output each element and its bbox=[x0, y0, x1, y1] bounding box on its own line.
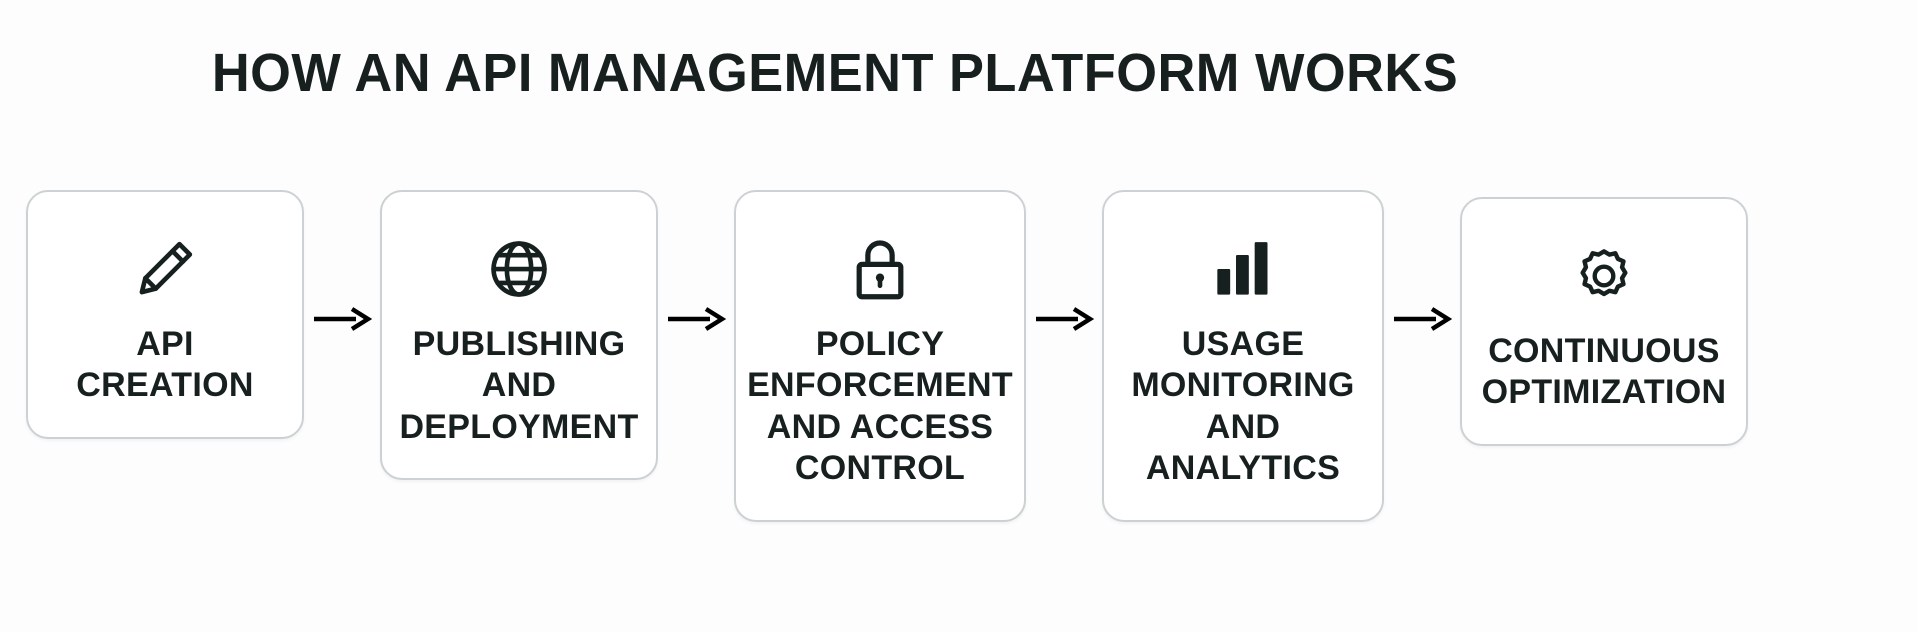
process-flow: API CREATION PUBLISHING AND DEPLOYMENT bbox=[0, 190, 1918, 522]
gear-icon bbox=[1569, 233, 1639, 319]
flow-step-label: POLICY ENFORCEMENT AND ACCESS CONTROL bbox=[747, 325, 1013, 488]
connector-arrow-2 bbox=[658, 190, 734, 332]
flow-step-api-creation[interactable]: API CREATION bbox=[26, 190, 304, 439]
flow-step-usage-monitoring-and-analytics[interactable]: USAGE MONITORING AND ANALYTICS bbox=[1102, 190, 1384, 522]
pencil-icon bbox=[128, 226, 202, 312]
connector-arrow-3 bbox=[1026, 190, 1102, 332]
flow-step-label: API CREATION bbox=[76, 325, 254, 405]
lock-icon bbox=[845, 226, 915, 312]
globe-icon bbox=[482, 226, 556, 312]
connector-arrow-4 bbox=[1384, 190, 1460, 332]
flow-step-continuous-optimization[interactable]: CONTINUOUS OPTIMIZATION bbox=[1460, 197, 1748, 446]
bar-chart-icon bbox=[1210, 226, 1276, 312]
connector-arrow-1 bbox=[304, 190, 380, 332]
flow-step-publishing-and-deployment[interactable]: PUBLISHING AND DEPLOYMENT bbox=[380, 190, 658, 481]
flow-step-label: USAGE MONITORING AND ANALYTICS bbox=[1131, 325, 1355, 488]
flow-step-label: CONTINUOUS OPTIMIZATION bbox=[1481, 332, 1727, 412]
flow-step-policy-enforcement-and-access-control[interactable]: POLICY ENFORCEMENT AND ACCESS CONTROL bbox=[734, 190, 1026, 522]
flow-step-label: PUBLISHING AND DEPLOYMENT bbox=[399, 325, 639, 446]
page-title: HOW AN API MANAGEMENT PLATFORM WORKS bbox=[211, 43, 1459, 103]
